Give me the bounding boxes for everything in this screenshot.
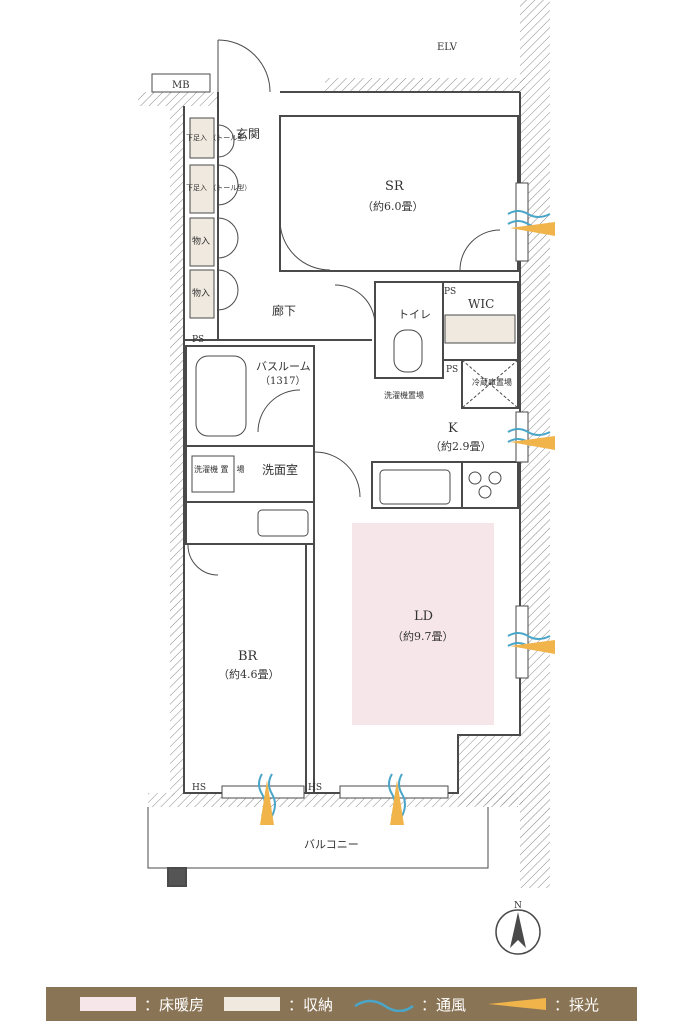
label-washer-room: 洗濯機 置 場 xyxy=(194,464,245,474)
floor-heating-area xyxy=(352,523,494,725)
label-ld-size: （約9.7畳） xyxy=(392,629,454,643)
daylight-marks xyxy=(260,222,555,825)
legend-storage: ：収納 xyxy=(224,994,333,1015)
label-wic: WIC xyxy=(468,297,494,311)
label-washer: 洗濯機置場 xyxy=(384,390,424,400)
label-kitchen-size: （約2.9畳） xyxy=(430,439,492,453)
label-ps-1: PS xyxy=(192,335,204,345)
label-bathroom-size: （1317） xyxy=(260,375,305,387)
label-sr-size: （約6.0畳） xyxy=(362,199,424,213)
north-label: N xyxy=(514,901,522,911)
legend-bar: ：床暖房 ：収納 ：通風 ：採光 xyxy=(46,987,637,1021)
label-storage-1: 物入 xyxy=(192,235,210,247)
label-ld: LD xyxy=(414,609,433,624)
fixtures xyxy=(191,329,519,537)
label-sr: SR xyxy=(385,179,405,194)
label-washroom: 洗面室 xyxy=(262,462,298,477)
legend-storage-label: ：収納 xyxy=(288,995,334,1014)
legend-daylight-label: ：採光 xyxy=(554,995,600,1014)
north-compass: N xyxy=(495,901,541,955)
legend-ventilation: ：通風 xyxy=(353,994,466,1015)
label-elv: ELV xyxy=(437,42,458,53)
legend-daylight: ：採光 xyxy=(486,994,599,1015)
floor-heating-swatch xyxy=(80,997,136,1011)
legend-ventilation-label: ：通風 xyxy=(421,995,467,1014)
storage-areas xyxy=(189,117,516,344)
label-ps-2: PS xyxy=(444,287,456,297)
label-fridge: 冷蔵庫置場 xyxy=(472,377,512,387)
sunlight-icon xyxy=(488,998,547,1010)
label-entrance: 玄関 xyxy=(236,126,260,141)
label-corridor: 廊下 xyxy=(272,303,296,318)
doors xyxy=(187,39,501,576)
wind-icon xyxy=(354,999,414,1012)
label-hs-2: HS xyxy=(308,783,322,793)
legend-floor-heating: ：床暖房 xyxy=(80,994,204,1015)
label-hs-1: HS xyxy=(192,783,206,793)
label-storage-2: 物入 xyxy=(192,287,210,299)
label-bathroom: バスルーム xyxy=(256,360,311,373)
label-ps-3: PS xyxy=(446,365,458,375)
label-toilet: トイレ xyxy=(398,308,431,321)
storage-swatch xyxy=(224,997,281,1011)
label-br-size: （約4.6畳） xyxy=(218,667,280,681)
label-balcony: バルコニー xyxy=(304,838,359,851)
label-shoe-2: 下足入 （トール型） xyxy=(186,183,251,192)
label-kitchen: K xyxy=(448,421,458,436)
label-mb: MB xyxy=(172,80,190,91)
label-br: BR xyxy=(238,649,259,664)
ventilation-marks xyxy=(258,210,551,817)
legend-floor-heating-label: ：床暖房 xyxy=(144,995,205,1014)
windows xyxy=(221,182,529,799)
label-shoe-1: 下足入 （トール型） xyxy=(186,133,251,142)
